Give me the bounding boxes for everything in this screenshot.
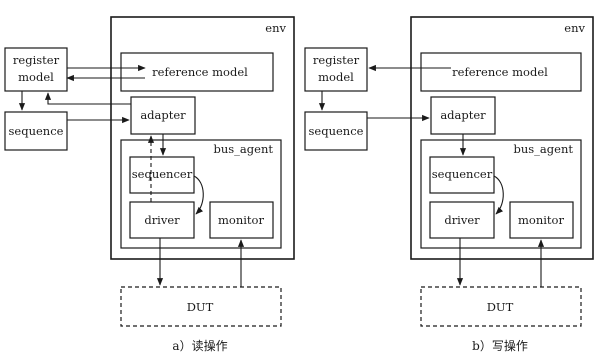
- sequence-box: [4, 111, 68, 151]
- arrow-adapter-to-register-model: [44, 92, 131, 105]
- monitor-label: monitor: [518, 213, 564, 227]
- register-model-label-line2: model: [18, 70, 54, 84]
- arrow-sequencer-to-driver: [193, 175, 204, 215]
- driver-label: driver: [444, 213, 480, 227]
- bus-agent-label: bus_agent: [214, 142, 274, 156]
- register-model-label-line1: register: [313, 53, 360, 67]
- sequencer-box: [429, 156, 495, 194]
- caption-read: a）读操作: [172, 338, 227, 353]
- dut-label: DUT: [487, 300, 514, 314]
- sequencer-label: sequencer: [132, 167, 193, 181]
- sequence-box: [304, 111, 368, 151]
- monitor-box: [509, 201, 574, 239]
- register-model-box: [304, 47, 368, 92]
- sequencer-box: [129, 156, 195, 194]
- register-model-label-line2: model: [318, 70, 354, 84]
- dut-box: [120, 286, 282, 327]
- reference-model-label: reference model: [452, 65, 548, 79]
- sequence-label: sequence: [9, 124, 64, 138]
- reference-model-box: [120, 52, 274, 92]
- driver-label: driver: [144, 213, 180, 227]
- bus-agent-label: bus_agent: [514, 142, 574, 156]
- caption-write: b）写操作: [472, 338, 528, 353]
- env-label: env: [265, 21, 286, 35]
- register-model-box: [4, 47, 68, 92]
- env-label: env: [564, 21, 585, 35]
- register-model-label-line1: register: [13, 53, 60, 67]
- panel-write: env register model sequence reference mo…: [304, 16, 594, 353]
- driver-box: [129, 201, 195, 239]
- monitor-box: [209, 201, 274, 239]
- reference-model-label: reference model: [152, 65, 248, 79]
- reference-model-box: [420, 52, 582, 92]
- panel-read: env register model sequence reference mo…: [4, 16, 295, 353]
- adapter-label: adapter: [440, 108, 486, 122]
- arrow-sequencer-to-driver: [493, 175, 504, 215]
- adapter-box: [430, 96, 496, 135]
- dut-label: DUT: [187, 300, 214, 314]
- dut-box: [420, 286, 582, 327]
- driver-box: [429, 201, 495, 239]
- sequencer-label: sequencer: [432, 167, 493, 181]
- adapter-label: adapter: [140, 108, 186, 122]
- monitor-label: monitor: [218, 213, 264, 227]
- sequence-label: sequence: [309, 124, 364, 138]
